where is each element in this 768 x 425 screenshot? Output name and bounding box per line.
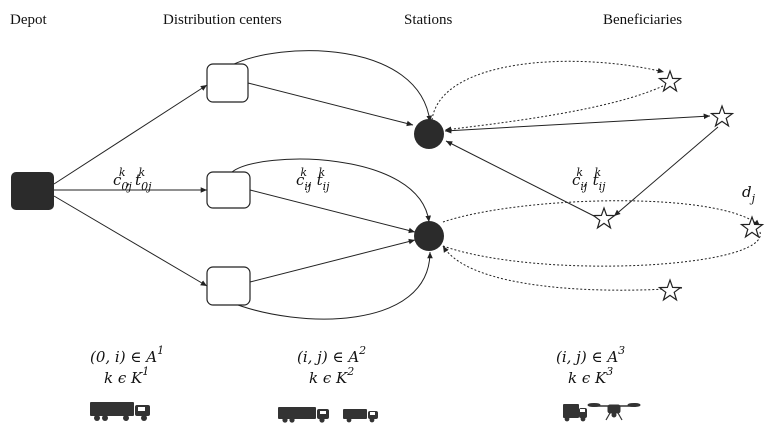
arc-ben3-station1 <box>445 140 595 217</box>
header-depot: Depot <box>10 12 47 28</box>
arc-dc3-station2-curve <box>229 251 433 320</box>
depot-node <box>11 172 54 210</box>
arc-dc1-station1-curve <box>229 50 433 123</box>
label-cost-time-0j: c0jk, t0jk <box>113 166 152 193</box>
dashed-arc-ben1-station1 <box>444 85 664 133</box>
station-beneficiary-arcs <box>431 60 761 291</box>
star-icon <box>591 206 617 230</box>
label-cost-time-ij-dc: cijk, tijk <box>296 166 330 193</box>
header-stations: Stations <box>404 12 453 28</box>
svg-text:(i, j) ∈ A3: (i, j) ∈ A3 <box>556 344 625 366</box>
van-icon <box>563 404 587 422</box>
dc-node-1 <box>206 63 249 103</box>
svg-text:dj: dj <box>742 183 756 205</box>
dashed-arc-station1-ben1-out <box>431 60 665 121</box>
star-icon <box>709 104 735 128</box>
semi-trailer-truck-icon <box>90 402 150 421</box>
svg-text:k ϵ K1: k ϵ K1 <box>104 365 149 387</box>
svg-text:(i, j) ∈ A2: (i, j) ∈ A2 <box>297 344 366 366</box>
depot-dc-arcs <box>53 84 208 287</box>
svg-text:k ϵ K2: k ϵ K2 <box>309 365 354 387</box>
set-label-3: (i, j) ∈ A3 k ϵ K3 <box>556 344 625 387</box>
svg-text:(0, i) ∈ A1: (0, i) ∈ A1 <box>90 344 164 366</box>
arc-depot-dc1 <box>53 84 208 185</box>
dashed-arc-station2-ben4 <box>442 200 761 227</box>
svg-text:cijk, tijk: cijk, tijk <box>572 166 606 193</box>
set-label-2: (i, j) ∈ A2 k ϵ K2 <box>297 344 366 387</box>
box-truck-icon <box>343 409 378 423</box>
arc-dc3-station2 <box>249 238 416 283</box>
svg-text:cijk, tijk: cijk, tijk <box>296 166 330 193</box>
label-cost-time-ij-station: cijk, tijk <box>572 166 606 193</box>
set-label-1: (0, i) ∈ A1 k ϵ K1 <box>90 344 164 387</box>
station-node-2 <box>414 221 444 251</box>
station-node-1 <box>414 119 444 149</box>
arc-depot-dc3 <box>53 195 208 287</box>
drone-icon <box>587 403 641 421</box>
arc-dc2-station2-curve <box>231 158 431 223</box>
header-beneficiaries: Beneficiaries <box>603 12 682 28</box>
star-icon <box>739 215 765 239</box>
svg-text:c0jk, t0jk: c0jk, t0jk <box>113 166 152 193</box>
arc-dc2-station2 <box>249 189 416 234</box>
dc-node-2 <box>206 171 251 209</box>
header-distribution-centers: Distribution centers <box>163 12 282 28</box>
dashed-arc-ben4-station2 <box>442 231 761 267</box>
arc-dc1-station1 <box>247 82 414 127</box>
svg-text:k ϵ K3: k ϵ K3 <box>568 365 613 387</box>
truck-icon <box>278 407 329 423</box>
dc-station-arcs <box>229 50 433 320</box>
dc-node-3 <box>206 266 251 306</box>
arc-ben2-ben3 <box>613 126 719 217</box>
label-demand: dj <box>742 183 756 205</box>
dashed-arc-ben5-station2 <box>442 245 683 291</box>
arc-station1-ben2 <box>444 113 711 134</box>
star-icon <box>657 278 683 302</box>
beneficiary-nodes <box>591 69 765 302</box>
star-icon <box>657 69 683 93</box>
